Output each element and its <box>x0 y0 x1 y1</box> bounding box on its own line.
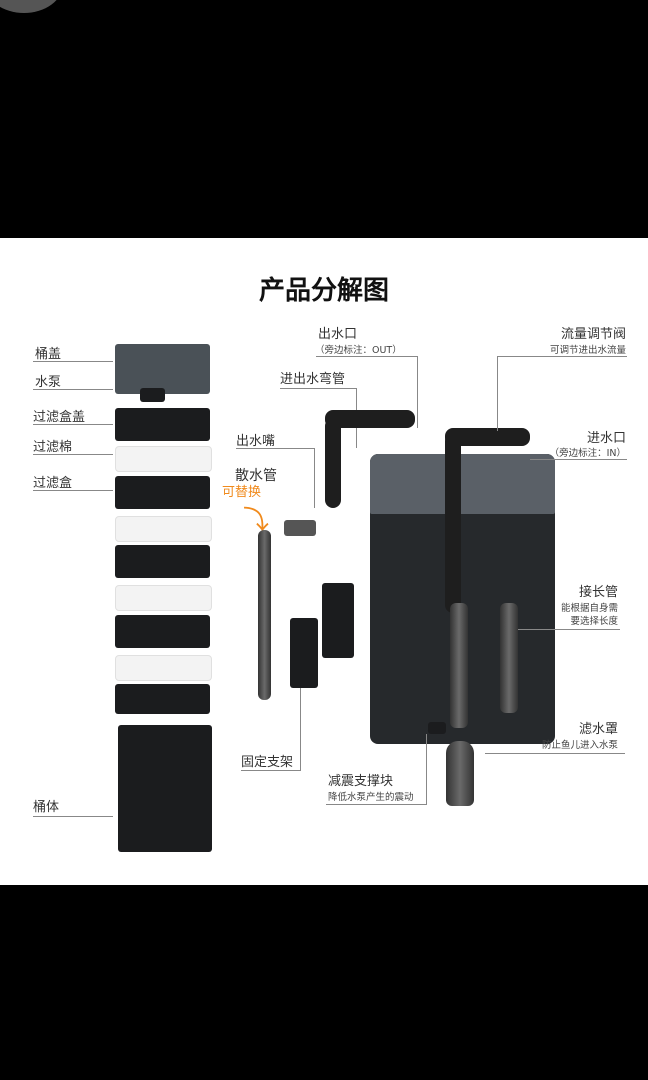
label-nozzle: 出水嘴 <box>236 434 276 449</box>
spray-bar-part <box>258 530 271 700</box>
leader-line <box>33 424 113 425</box>
label-extension-note-1: 能根据自身需 <box>560 603 618 614</box>
label-strainer-note: 防止鱼儿进入水泵 <box>541 740 618 751</box>
leader-line <box>485 753 625 754</box>
leader-line <box>300 688 301 771</box>
status-indicator <box>0 0 63 13</box>
lid-part <box>115 344 210 394</box>
pump-part <box>140 388 165 402</box>
leader-line <box>426 734 427 805</box>
label-elbow: 进出水弯管 <box>280 372 346 387</box>
label-bracket: 固定支架 <box>241 755 294 770</box>
outlet-elbow-pipe <box>325 418 341 508</box>
sponge-part <box>115 516 212 542</box>
label-outlet-note: （旁边标注：OUT） <box>315 345 402 356</box>
strainer-part <box>446 741 474 806</box>
bracket-part <box>322 583 354 658</box>
label-strainer: 滤水罩 <box>578 722 618 737</box>
label-pump: 水泵 <box>35 375 62 390</box>
leader-line <box>497 356 498 431</box>
label-pad: 减震支撑块 <box>328 774 394 789</box>
leader-line <box>33 816 113 817</box>
assembled-filter-lid <box>370 454 555 514</box>
leader-line <box>236 448 314 449</box>
label-pad-note: 降低水泵产生的震动 <box>328 792 414 803</box>
leader-line <box>326 804 426 805</box>
label-replaceable: 可替换 <box>222 485 262 500</box>
leader-line <box>518 629 620 630</box>
leader-line <box>33 389 113 390</box>
extension-tube <box>450 603 468 728</box>
inlet-elbow-pipe <box>445 433 461 613</box>
bracket-part <box>290 618 318 688</box>
filter-box-part <box>115 684 210 714</box>
leader-line <box>316 356 418 357</box>
leader-line <box>530 459 627 460</box>
extension-tube <box>500 603 518 713</box>
sponge-part <box>115 655 212 681</box>
label-box-lid: 过滤盒盖 <box>33 410 86 425</box>
leader-line <box>33 361 113 362</box>
leader-line <box>280 388 356 389</box>
sponge-part <box>115 446 212 472</box>
label-valve: 流量调节阀 <box>560 327 626 342</box>
body-part <box>118 725 212 852</box>
label-inlet-note: （旁边标注：IN） <box>549 448 626 459</box>
nozzle-part <box>284 520 316 536</box>
label-inlet: 进水口 <box>586 431 626 446</box>
leader-line <box>241 770 301 771</box>
filter-box-part <box>115 615 210 648</box>
label-valve-note: 可调节进出水流量 <box>549 345 626 356</box>
outlet-elbow-pipe <box>325 410 415 428</box>
label-sponge: 过滤棉 <box>33 440 73 455</box>
filter-box-lid-part <box>115 408 210 441</box>
filter-box-part <box>115 476 210 509</box>
leader-line <box>33 454 113 455</box>
leader-line <box>417 356 418 428</box>
leader-line <box>33 490 113 491</box>
leader-line <box>497 356 627 357</box>
filter-box-part <box>115 545 210 578</box>
inlet-elbow-pipe <box>445 428 530 446</box>
pad-part <box>428 722 446 734</box>
label-lid: 桶盖 <box>35 347 62 362</box>
label-box: 过滤盒 <box>33 476 73 491</box>
label-outlet: 出水口 <box>318 327 358 342</box>
sponge-part <box>115 585 212 611</box>
product-diagram-image: 产品分解图 桶盖 水泵 过滤盒盖 过滤棉 过滤盒 桶体 进出水弯管 出水嘴 散水… <box>0 238 648 885</box>
label-spray-bar: 散水管 <box>235 468 277 484</box>
label-body: 桶体 <box>33 800 60 815</box>
label-extension-note-2: 要选择长度 <box>570 616 618 627</box>
diagram-title: 产品分解图 <box>258 276 389 306</box>
label-extension: 接长管 <box>578 585 618 600</box>
leader-line <box>314 448 315 508</box>
